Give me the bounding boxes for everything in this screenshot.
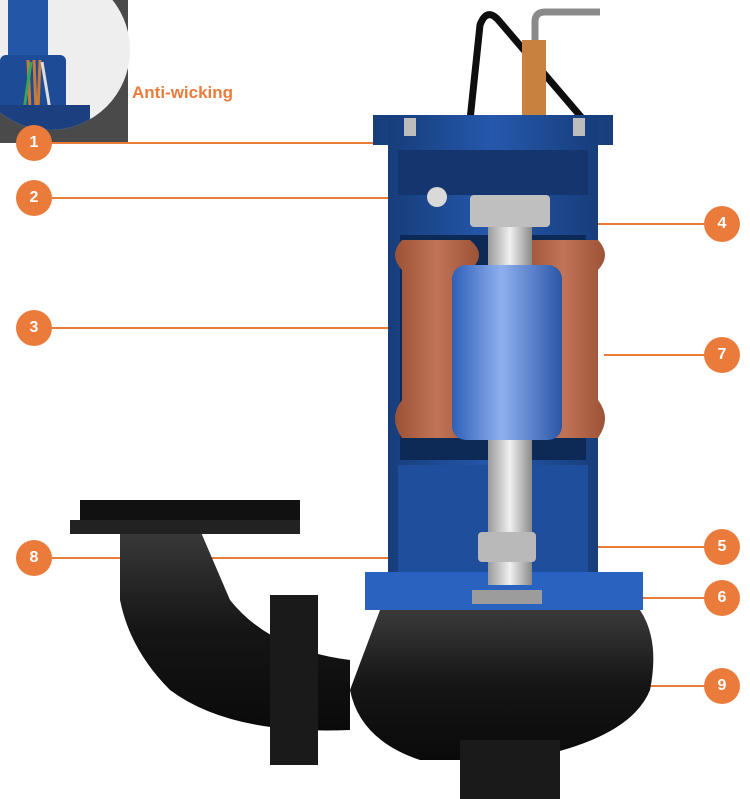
callout-badge-6[interactable]: 6: [704, 580, 740, 616]
inset-image: [0, 0, 130, 143]
callout-badge-7[interactable]: 7: [704, 337, 740, 373]
callout-badge-1[interactable]: 1: [16, 125, 52, 161]
lifting-handle: [466, 11, 585, 121]
power-cable: [522, 40, 546, 125]
callout-badge-3[interactable]: 3: [16, 310, 52, 346]
callout-badge-2[interactable]: 2: [16, 180, 52, 216]
mechanical-seal: [478, 532, 536, 562]
volute: [70, 500, 654, 799]
callout-badge-5[interactable]: 5: [704, 529, 740, 565]
callout-badge-4[interactable]: 4: [704, 206, 740, 242]
callout-badge-9[interactable]: 9: [704, 668, 740, 704]
callout-badge-8[interactable]: 8: [16, 540, 52, 576]
upper-bearing: [470, 195, 550, 227]
anti-wicking-label: Anti-wicking: [132, 83, 234, 102]
rotor: [452, 265, 562, 440]
